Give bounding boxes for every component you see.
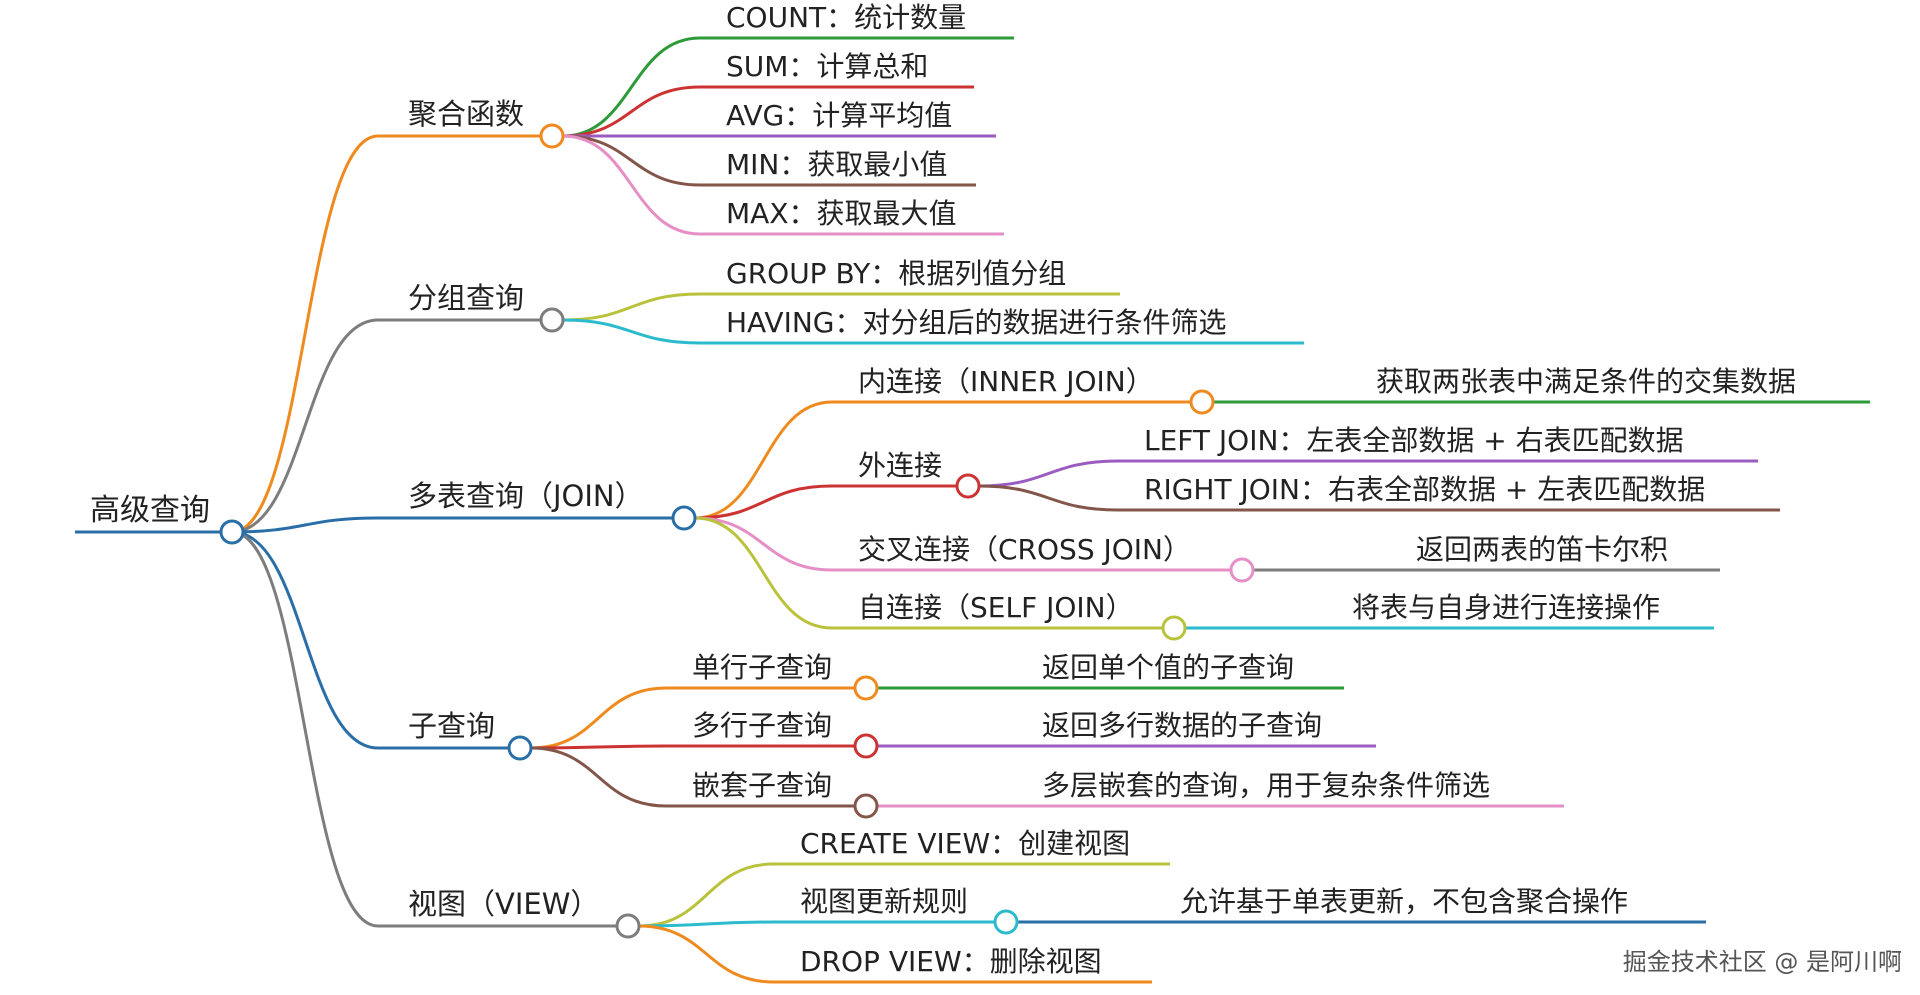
subtopic-link-agg-3 (562, 134, 701, 187)
branch-collapse-toggle-sub[interactable] (507, 735, 533, 761)
subtopic-sub-1: 多行子查询 (692, 709, 832, 742)
subtopic-collapse-toggle-join-3[interactable] (1161, 615, 1187, 641)
topic-nodes: 高级查询 聚合函数 COUNT：统计数量 SUM：计算总和 AVG：计算平均值 MIN：获… (90, 1, 1796, 978)
subtopic-collapse-toggle-sub-0[interactable] (853, 675, 879, 701)
branch-collapse-toggle-view[interactable] (615, 913, 641, 939)
subtopic-collapse-toggle-join-0[interactable] (1189, 389, 1215, 415)
detail-link-join-1-1 (978, 484, 1119, 512)
subtopic-agg-3: MIN：获取最小值 (726, 148, 947, 181)
subtopic-link-agg-1 (562, 85, 701, 138)
branch-topic-sub: 子查询 (408, 709, 495, 743)
subtopic-collapse-toggle-view-1[interactable] (993, 909, 1019, 935)
subtopic-collapse-toggle-sub-1[interactable] (853, 733, 879, 759)
detail-sub-0-0: 返回单个值的子查询 (1042, 651, 1294, 684)
detail-view-1-0: 允许基于单表更新，不包含聚合操作 (1180, 885, 1628, 918)
subtopic-link-join-2 (694, 516, 833, 572)
detail-join-1-0: LEFT JOIN：左表全部数据 + 右表匹配数据 (1144, 424, 1684, 457)
branch-collapse-toggle-group[interactable] (539, 307, 565, 333)
subtopic-group-0: GROUP BY：根据列值分组 (726, 257, 1066, 290)
branch-topic-join: 多表查询（JOIN） (408, 479, 644, 513)
subtopic-link-group-0 (562, 292, 701, 322)
subtopic-view-0: CREATE VIEW：创建视图 (800, 827, 1130, 860)
subtopic-link-view-2 (638, 924, 775, 984)
branch-link-join (231, 516, 379, 534)
detail-sub-2-0: 多层嵌套的查询，用于复杂条件筛选 (1042, 769, 1490, 802)
subtopic-link-agg-4 (562, 134, 701, 236)
subtopic-join-2: 交叉连接（CROSS JOIN） (858, 533, 1191, 566)
detail-join-0-0: 获取两张表中满足条件的交集数据 (1376, 365, 1796, 398)
branch-link-view (231, 530, 379, 928)
subtopic-agg-2: AVG：计算平均值 (726, 99, 952, 132)
subtopic-collapse-toggle-sub-2[interactable] (853, 793, 879, 819)
subtopic-link-join-0 (694, 400, 833, 520)
detail-link-join-1-0 (978, 459, 1119, 488)
subtopic-view-1: 视图更新规则 (800, 885, 968, 918)
watermark: 掘金技术社区 @ 是阿川啊 (1622, 948, 1902, 976)
subtopic-join-0: 内连接（INNER JOIN） (858, 365, 1154, 398)
subtopic-sub-0: 单行子查询 (692, 651, 832, 684)
subtopic-sub-2: 嵌套子查询 (692, 769, 832, 802)
detail-sub-1-0: 返回多行数据的子查询 (1042, 709, 1322, 742)
subtopic-link-view-1 (638, 920, 775, 928)
detail-join-1-1: RIGHT JOIN：右表全部数据 + 左表匹配数据 (1144, 473, 1705, 506)
root-topic: 高级查询 (90, 493, 210, 528)
subtopic-collapse-toggle-join-1[interactable] (955, 473, 981, 499)
subtopic-collapse-toggle-join-2[interactable] (1229, 557, 1255, 583)
subtopic-join-1: 外连接 (858, 449, 942, 482)
branch-collapse-toggle-agg[interactable] (539, 123, 565, 149)
subtopic-link-sub-1 (530, 744, 667, 750)
subtopic-agg-1: SUM：计算总和 (726, 50, 928, 83)
subtopic-link-view-0 (638, 862, 775, 928)
subtopic-link-agg-0 (562, 36, 701, 138)
subtopic-link-sub-2 (530, 746, 667, 808)
branch-collapse-toggle-join[interactable] (671, 505, 697, 531)
branch-link-sub (231, 530, 379, 750)
connector-lines (75, 36, 1870, 984)
branch-link-agg (231, 134, 379, 534)
subtopic-group-1: HAVING：对分组后的数据进行条件筛选 (726, 306, 1226, 339)
subtopic-link-join-3 (694, 516, 833, 630)
subtopic-join-3: 自连接（SELF JOIN） (858, 591, 1134, 624)
subtopic-view-2: DROP VIEW：删除视图 (800, 945, 1102, 978)
detail-join-2-0: 返回两表的笛卡尔积 (1416, 533, 1668, 566)
branch-topic-agg: 聚合函数 (408, 97, 524, 131)
subtopic-link-sub-0 (530, 686, 667, 750)
subtopic-agg-0: COUNT：统计数量 (726, 1, 966, 34)
subtopic-link-join-1 (694, 484, 833, 520)
root-collapse-toggle[interactable] (219, 519, 245, 545)
subtopic-agg-4: MAX：获取最大值 (726, 197, 957, 230)
subtopic-link-group-1 (562, 318, 701, 345)
detail-join-3-0: 将表与自身进行连接操作 (1352, 591, 1660, 624)
branch-link-group (231, 318, 379, 534)
branch-topic-group: 分组查询 (408, 281, 524, 315)
branch-topic-view: 视图（VIEW） (408, 887, 599, 921)
